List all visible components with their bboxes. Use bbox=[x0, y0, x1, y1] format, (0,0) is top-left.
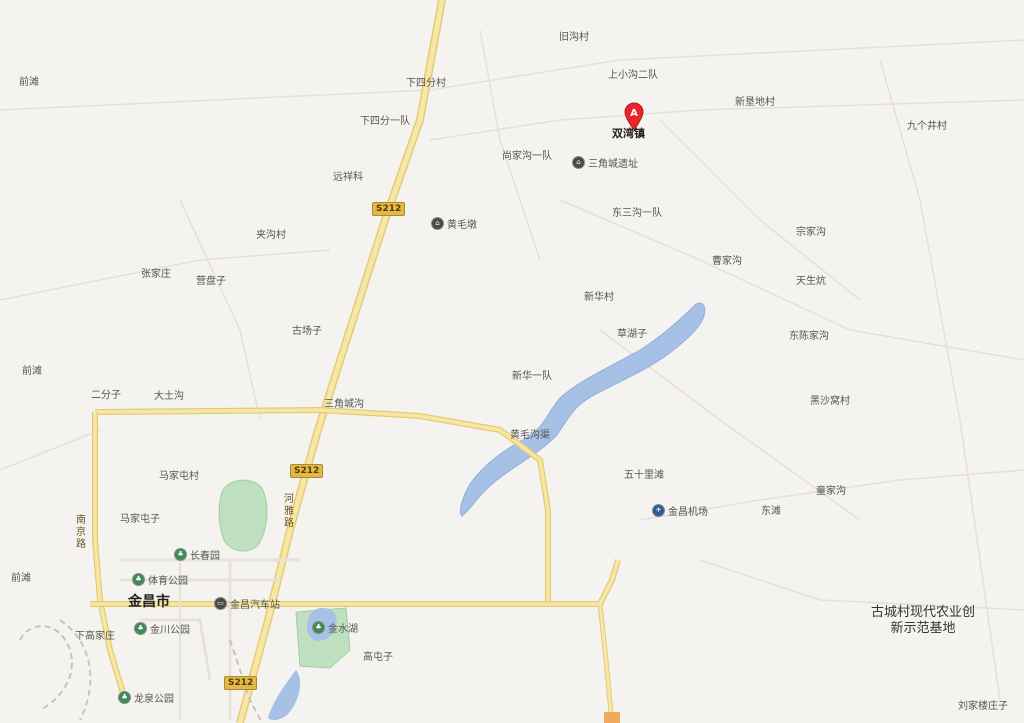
park-icon: ♣ bbox=[118, 691, 131, 704]
poi-tiyu-park[interactable]: ♣ 体育公园 bbox=[132, 572, 188, 587]
airport-icon: ✈ bbox=[652, 504, 665, 517]
place-label[interactable]: 远祥科 bbox=[333, 172, 363, 183]
poi-jinchuan-park[interactable]: ♣ 金川公园 bbox=[134, 621, 190, 636]
place-label[interactable]: 上小沟二队 bbox=[608, 70, 658, 81]
place-label[interactable]: 下高家庄 bbox=[75, 631, 115, 642]
road-shield-s212: S212 bbox=[372, 202, 406, 216]
poi-changchunyuan[interactable]: ♣ 长春园 bbox=[174, 547, 220, 562]
bus-station-icon: ▭ bbox=[214, 597, 227, 610]
place-label[interactable]: 前滩 bbox=[19, 77, 39, 88]
city-roads bbox=[90, 406, 621, 723]
poi-label: 体育公园 bbox=[148, 576, 188, 587]
place-label[interactable]: 马家屯村 bbox=[159, 471, 199, 482]
map-pin-icon: A bbox=[624, 102, 644, 131]
place-label[interactable]: 宗家沟 bbox=[796, 227, 826, 238]
landmark-icon: ⌂ bbox=[572, 156, 585, 169]
place-label[interactable]: 前滩 bbox=[11, 573, 31, 584]
place-label[interactable]: 东滩 bbox=[761, 506, 781, 517]
southern-water bbox=[268, 670, 301, 721]
place-label[interactable]: 马家屯子 bbox=[120, 514, 160, 525]
poi-label: 金水湖 bbox=[328, 624, 358, 635]
place-label[interactable]: 黑沙窝村 bbox=[810, 396, 850, 407]
place-label[interactable]: 新华一队 bbox=[512, 371, 552, 382]
place-label[interactable]: 刘家楼庄子 bbox=[958, 701, 1008, 712]
place-label[interactable]: 三角城沟 bbox=[324, 399, 364, 410]
place-label[interactable]: 张家庄 bbox=[141, 269, 171, 280]
place-label[interactable]: 高屯子 bbox=[363, 652, 393, 663]
poi-label: 黄毛墩 bbox=[447, 220, 477, 231]
city-label[interactable]: 金昌市 bbox=[128, 594, 170, 610]
marker-label: 双湾镇 bbox=[612, 127, 645, 140]
park-icon: ♣ bbox=[132, 573, 145, 586]
road-name-hexi: 河雅路 bbox=[284, 494, 294, 529]
road-shield-s212: S212 bbox=[290, 464, 324, 478]
poi-huangmaodun[interactable]: ⌂ 黄毛墩 bbox=[431, 216, 477, 231]
park-icon: ♣ bbox=[134, 622, 147, 635]
poi-label: 龙泉公园 bbox=[134, 694, 174, 705]
park-area bbox=[218, 479, 268, 552]
marker-letter: A bbox=[630, 108, 638, 119]
place-label[interactable]: 营盘子 bbox=[196, 276, 226, 287]
place-label[interactable]: 东陈家沟 bbox=[789, 331, 829, 342]
place-label[interactable]: 夹沟村 bbox=[256, 230, 286, 241]
place-label[interactable]: 童家沟 bbox=[816, 486, 846, 497]
railway bbox=[19, 619, 263, 723]
reservoir-lake bbox=[459, 302, 706, 517]
place-label-agri-base[interactable]: 古城村现代农业创新示范基地 bbox=[870, 605, 975, 636]
poi-label: 长春园 bbox=[190, 551, 220, 562]
road-name-nanjing: 南京路 bbox=[76, 515, 86, 550]
place-label[interactable]: 下四分村 bbox=[406, 78, 446, 89]
place-label[interactable]: 五十里滩 bbox=[624, 470, 664, 481]
place-label[interactable]: 天生炕 bbox=[796, 276, 826, 287]
road-shield-s212: S212 bbox=[224, 676, 258, 690]
place-label[interactable]: 新垦地村 bbox=[735, 97, 775, 108]
landmark-icon: ⌂ bbox=[431, 217, 444, 230]
poi-label: 三角城遗址 bbox=[588, 159, 638, 170]
poi-label: 金昌机场 bbox=[668, 507, 708, 518]
road-stub bbox=[604, 712, 620, 723]
park-icon: ♣ bbox=[312, 621, 325, 634]
place-label[interactable]: 旧沟村 bbox=[559, 32, 589, 43]
place-label[interactable]: 草湖子 bbox=[617, 329, 647, 340]
poi-longquan-park[interactable]: ♣ 龙泉公园 bbox=[118, 690, 174, 705]
place-label[interactable]: 东三沟一队 bbox=[612, 208, 662, 219]
poi-airport[interactable]: ✈ 金昌机场 bbox=[652, 503, 708, 518]
place-label[interactable]: 前滩 bbox=[22, 366, 42, 377]
place-label[interactable]: 曹家沟 bbox=[712, 256, 742, 267]
place-label[interactable]: 二分子 bbox=[91, 390, 121, 401]
place-label[interactable]: 新华村 bbox=[584, 292, 614, 303]
place-label[interactable]: 九个井村 bbox=[907, 121, 947, 132]
poi-label: 金川公园 bbox=[150, 625, 190, 636]
place-label[interactable]: 下四分一队 bbox=[360, 116, 410, 127]
poi-label: 金昌汽车站 bbox=[230, 600, 280, 611]
place-label[interactable]: 黄毛沟渠 bbox=[510, 430, 550, 441]
poi-sanjiaocheng-ruins[interactable]: ⌂ 三角城遗址 bbox=[572, 155, 638, 170]
park-icon: ♣ bbox=[174, 548, 187, 561]
place-label[interactable]: 大土沟 bbox=[154, 391, 184, 402]
place-label[interactable]: 尚家沟一队 bbox=[502, 151, 552, 162]
location-marker[interactable]: A bbox=[623, 101, 645, 131]
poi-jinshui-lake[interactable]: ♣ 金水湖 bbox=[312, 620, 358, 635]
poi-bus-station[interactable]: ▭ 金昌汽车站 bbox=[214, 596, 280, 611]
place-label[interactable]: 古场子 bbox=[292, 326, 322, 337]
